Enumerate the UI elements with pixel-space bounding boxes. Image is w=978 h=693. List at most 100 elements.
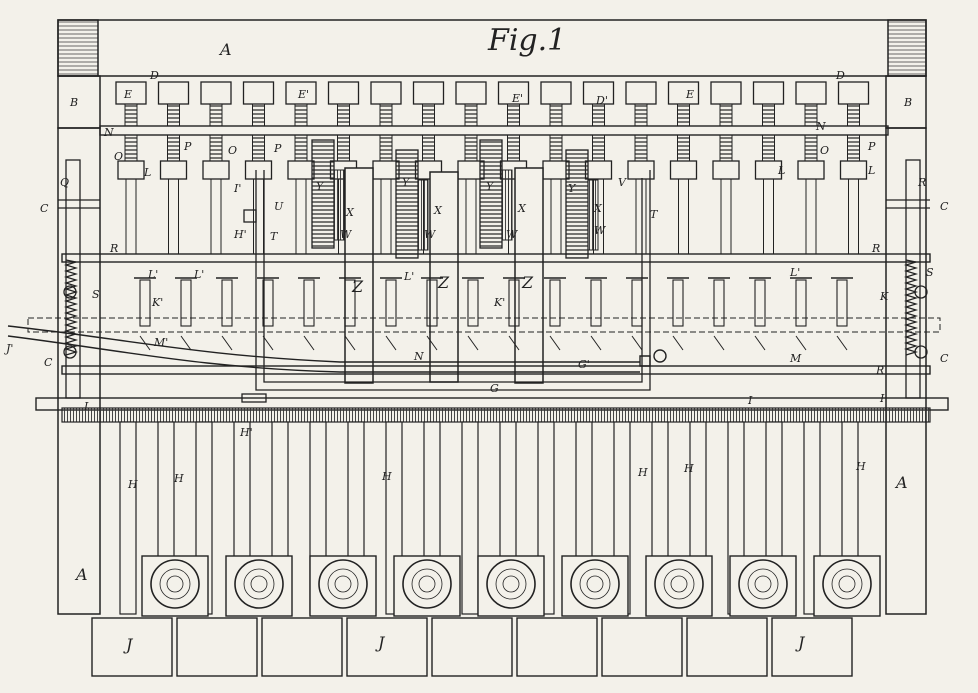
label-w-2: W [424,228,437,241]
slot-link [836,335,848,351]
type-head [370,81,402,105]
label-l1-2: L' [193,268,204,281]
type-head-stem [549,103,563,127]
key-button-ring [159,568,191,600]
type-head [795,81,827,105]
base-block [91,617,173,677]
rack-slot [303,279,315,327]
type-head-stem [124,103,138,127]
type-head [752,81,785,105]
rack-slot [426,279,438,327]
slot-link [713,335,725,351]
rack-slot [590,279,602,327]
pinion-block [372,160,400,180]
side-post-right [886,159,930,399]
pinion-block [244,160,273,180]
label-p-3: P [867,140,876,153]
label-c-left-bottom: C [44,356,53,369]
label-l1-3: L' [403,270,414,283]
rack-slot [672,279,684,327]
label-e1-1: E' [297,88,309,101]
slot-link [672,335,684,351]
pinion-rack [464,134,478,162]
label-j-1: J [123,635,134,654]
label-u: U [274,200,284,213]
slot-link [590,335,602,351]
slot-link [795,335,807,351]
label-h-3: H [381,470,392,483]
slot-link [262,335,274,351]
label-y-2: Y [402,176,411,189]
label-s-right: S [926,266,934,279]
pinion-rack [167,134,180,162]
ratchet-wheel-group [311,139,599,259]
type-head [157,81,190,105]
type-head-stem [507,103,520,127]
label-o-1: O [114,150,123,163]
side-post-left [58,159,100,399]
rack-slot [344,279,356,327]
pinion-rack [507,134,520,162]
base-block [771,617,853,677]
key-button-ring [334,575,352,593]
label-j-2: J [375,633,386,652]
type-head-stem [592,103,605,127]
ratchet-wheel [395,149,419,259]
label-h1-bottom: H' [239,426,253,439]
key-lever [119,421,137,615]
pinion-rack [252,134,265,162]
rod-n [99,125,889,136]
key-button-ring [754,575,772,593]
label-x-2: X [433,204,443,217]
label-p-2: P [273,142,282,155]
side-frame [57,75,927,615]
type-head [837,81,870,105]
ratchet-pawl [417,179,429,251]
label-t-1: T [270,230,279,243]
label-j-3: J [795,633,806,652]
label-h-2: H [173,472,184,485]
rack-slot [262,279,274,327]
type-head [455,81,487,105]
label-d-left: D [149,69,159,82]
linkage-t [241,170,651,403]
base-block [686,617,768,677]
pinion-rack [294,134,308,162]
base-block [601,617,683,677]
slot-link [508,335,520,351]
slot-link [467,335,479,351]
rack-slot [549,279,561,327]
label-h-6: H [855,460,866,473]
type-head-stem [167,103,180,127]
base-block [176,617,258,677]
pinion-rack [549,134,563,162]
key-button [318,559,368,609]
pinion-block [839,160,868,180]
rack-slot [713,279,725,327]
base-block [431,617,513,677]
pinion-rack [677,134,690,162]
key-button-ring [838,575,856,593]
label-n-lower: N [413,350,424,363]
key-button-ring [670,575,688,593]
pinion-rack [762,134,775,162]
pinion-rack [719,134,733,162]
type-head-stem [379,103,393,127]
ratchet-pawl [333,169,345,241]
rack-slot [508,279,520,327]
slot-link [754,335,766,351]
pinion-block [797,160,825,180]
key-button-row [141,555,881,617]
key-button [570,559,620,609]
key-button-ring [579,568,611,600]
label-m1: M' [153,336,168,349]
label-c-left-top: C [40,202,49,215]
base-block [346,617,428,677]
type-head-stem [634,103,648,127]
base-block-row [91,617,853,677]
label-g: G [490,382,499,395]
slot-link [631,335,643,351]
label-o-2: O [228,144,237,157]
rack-slot [221,279,233,327]
pinion-block [202,160,230,180]
